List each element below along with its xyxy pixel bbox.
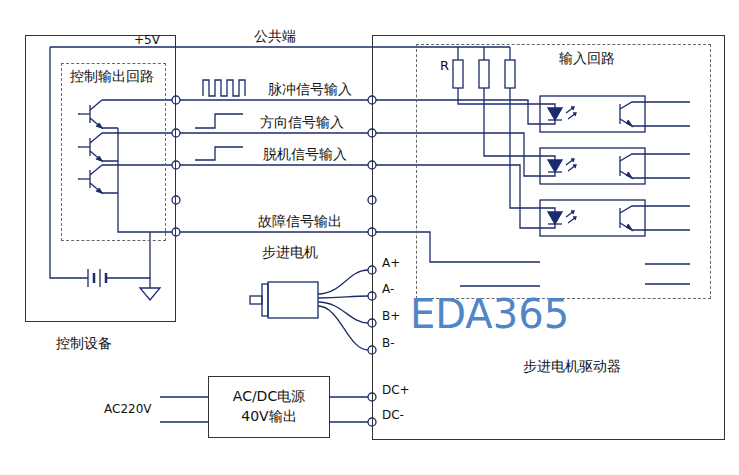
input-circuit-box: 输入回路 — [416, 44, 711, 299]
watermark: EDA365 — [410, 290, 569, 338]
signal-wire — [330, 396, 372, 397]
battery-symbol — [88, 269, 106, 287]
pin-label: DC+ — [382, 383, 410, 397]
optocoupler-symbol — [540, 96, 739, 292]
pin-label: 步进电机 — [262, 244, 318, 261]
resistor-symbol — [453, 60, 515, 88]
pin-label: AC220V — [104, 402, 152, 416]
signal-wire — [176, 46, 372, 47]
driver-box: 步进电机驱动器 输入回路 — [372, 35, 725, 440]
pin-label: B+ — [382, 309, 400, 323]
pin-label: R — [440, 58, 449, 74]
ground-symbol — [140, 288, 160, 300]
edge-label: 故障信号输出 — [258, 213, 342, 230]
signal-wire — [176, 231, 372, 232]
node-text: 输入回路 — [559, 50, 615, 67]
signal-wire — [176, 164, 372, 165]
power-supply-box: AC/DC电源 40V输出 — [208, 376, 330, 438]
driver-wiring — [372, 47, 690, 286]
pin-label: +5V — [134, 33, 160, 47]
control-wiring — [50, 47, 176, 288]
power-wiring — [160, 397, 208, 422]
signal-wire — [330, 421, 372, 422]
edge-label: 脱机信号输入 — [263, 146, 347, 163]
signal-wire — [176, 99, 372, 100]
signal-wire — [176, 132, 372, 133]
pin-label: A- — [382, 282, 394, 296]
signal-icon — [195, 80, 245, 160]
node-text: 控制设备 — [56, 335, 112, 352]
pin-label: DC- — [382, 408, 404, 422]
device-box: 控制设备控制输出回路 — [25, 35, 176, 322]
transistor-symbol — [80, 100, 102, 193]
output-circuit-box: 控制输出回路 — [61, 63, 166, 241]
edge-label: 公共端 — [254, 28, 296, 45]
pin-label: B- — [382, 336, 395, 350]
node-text: AC/DC电源 40V输出 — [221, 386, 317, 427]
stepper-motor — [250, 270, 368, 350]
node-text: 步进电机驱动器 — [523, 358, 621, 375]
node-text: 控制输出回路 — [70, 68, 154, 85]
pin-label: A+ — [382, 256, 400, 270]
edge-label: 方向信号输入 — [260, 114, 344, 131]
edge-label: 脉冲信号输入 — [268, 81, 352, 98]
